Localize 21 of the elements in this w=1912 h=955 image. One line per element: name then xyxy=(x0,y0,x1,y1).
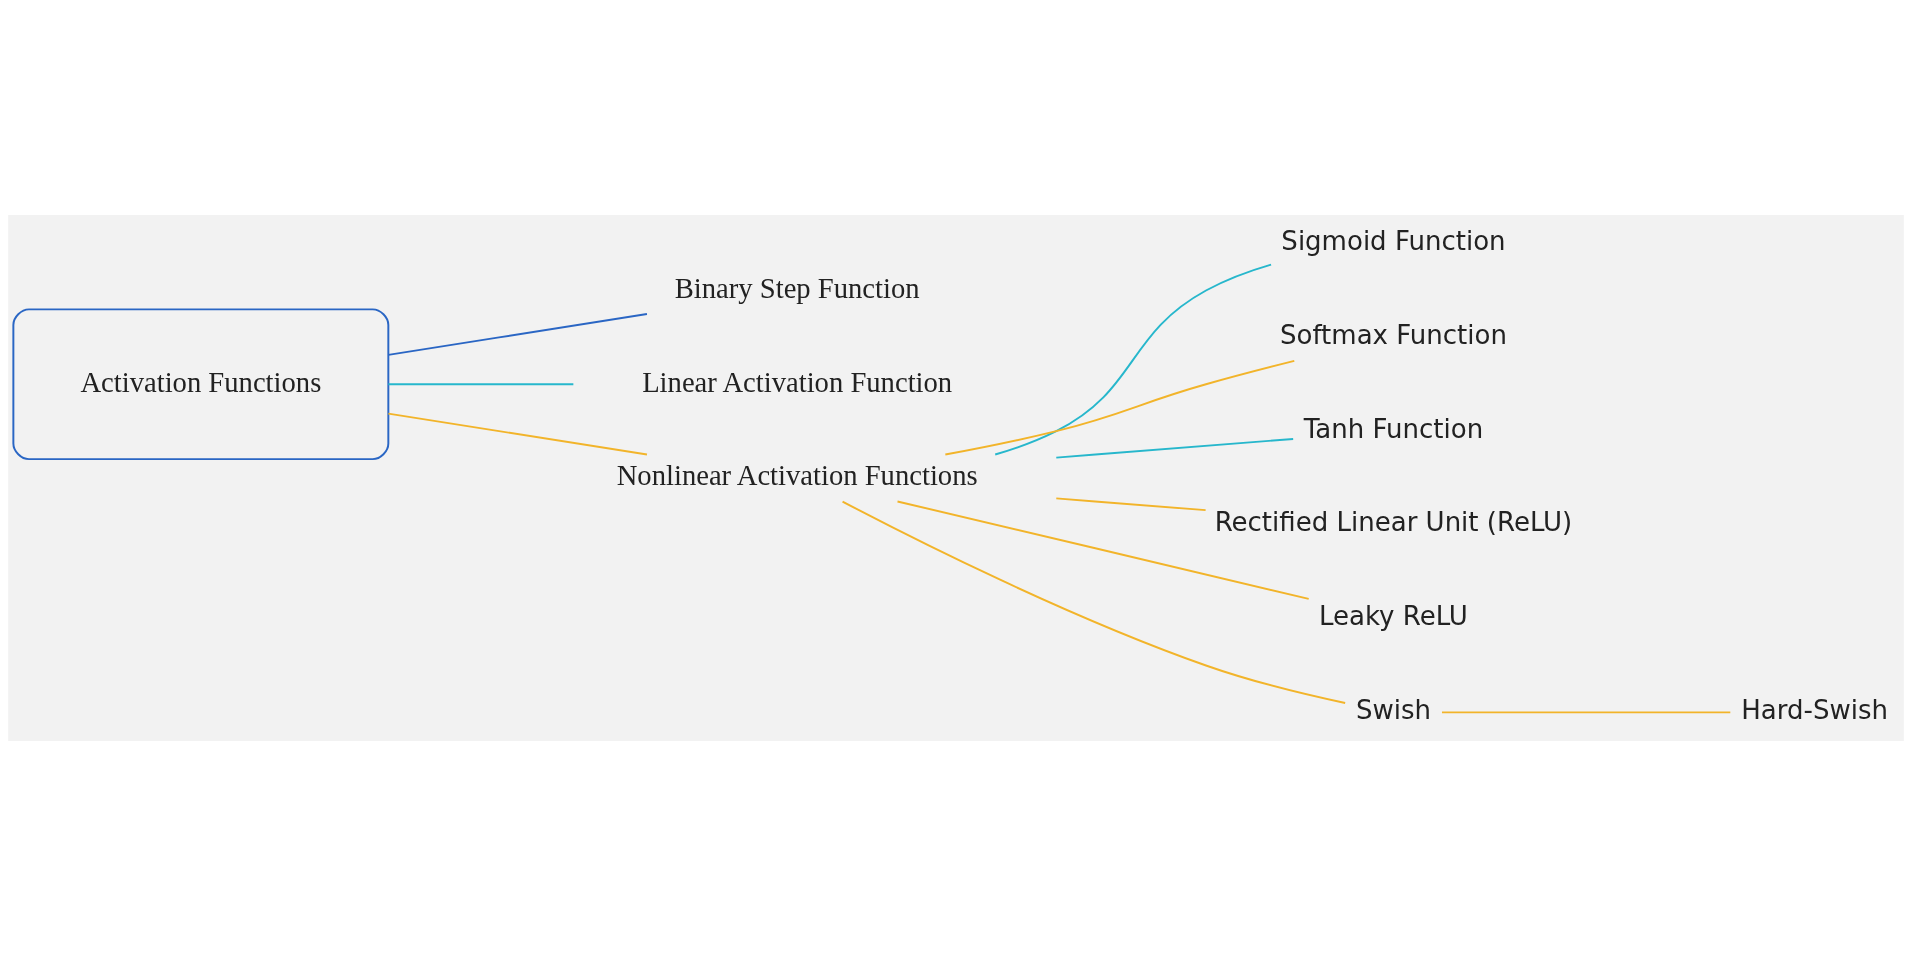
node-text: Softmax Function xyxy=(1280,319,1507,350)
connector xyxy=(387,412,648,455)
connector xyxy=(841,500,1347,704)
node-text: Leaky ReLU xyxy=(1318,600,1468,631)
connector xyxy=(944,359,1296,455)
connector xyxy=(1055,437,1295,459)
node-text: Rectified Linear Unit (ReLU) xyxy=(1214,506,1573,537)
connector xyxy=(387,312,648,356)
node-text: Nonlinear Activation Functions xyxy=(616,458,978,491)
node-text: Linear Activation Function xyxy=(642,365,953,398)
connector xyxy=(1055,496,1207,511)
connector xyxy=(994,263,1273,455)
connector xyxy=(1441,710,1732,713)
node-text: Binary Step Function xyxy=(674,271,920,304)
node-text: Hard-Swish xyxy=(1741,694,1889,725)
node-text: Tanh Function xyxy=(1303,413,1484,444)
connector xyxy=(896,500,1310,600)
node-text: Sigmoid Function xyxy=(1281,225,1506,256)
node-text: Swish xyxy=(1355,694,1431,725)
node-box: Activation Functions xyxy=(12,307,390,460)
connector xyxy=(387,382,575,385)
